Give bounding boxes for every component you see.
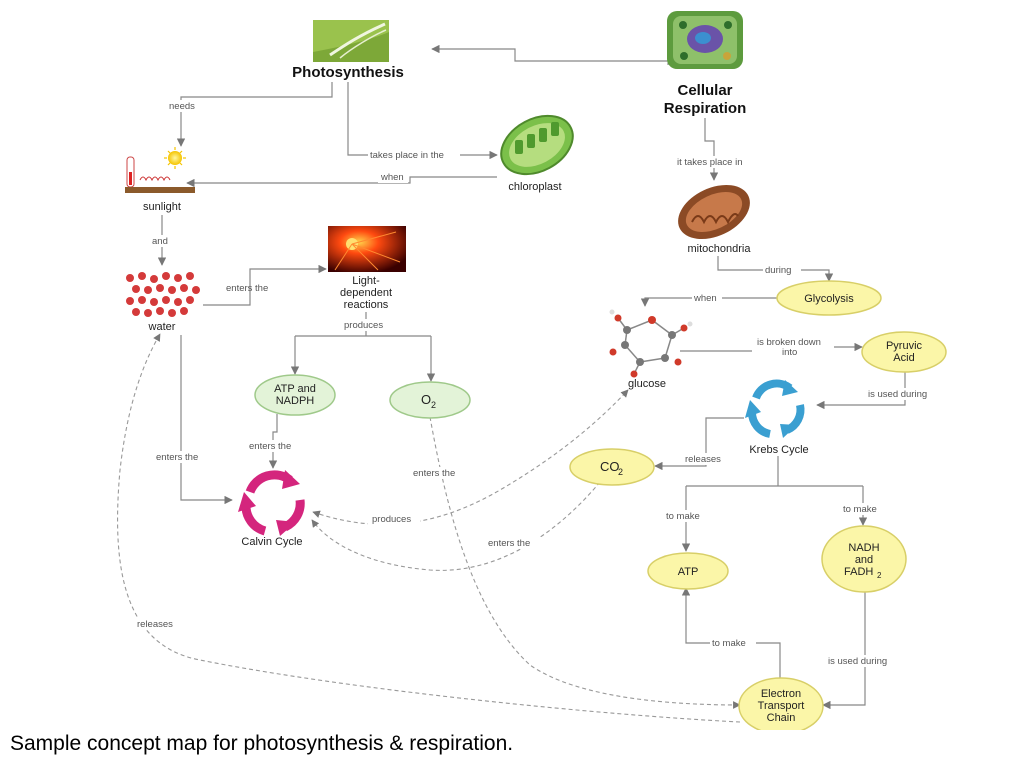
cellular-respiration-title-line1: Cellular	[677, 82, 732, 99]
glucose-label: glucose	[628, 378, 666, 390]
etc-label-2: Transport	[758, 700, 805, 712]
link-releases-co2: releases	[685, 454, 721, 465]
link-enters-the-co2: enters the	[488, 538, 530, 549]
link-needs: needs	[169, 101, 195, 112]
water-drops-icon	[126, 272, 200, 317]
caption: Sample concept map for photosynthesis & …	[10, 732, 514, 755]
pyruvic-acid-node: Pyruvic Acid	[861, 331, 947, 373]
link-during: during	[765, 265, 791, 276]
atp-label: ATP	[678, 566, 699, 578]
atp-nadph-label-1: ATP and	[274, 383, 316, 395]
leaf-icon	[313, 20, 389, 62]
concept-map: needs takes place in the when and enters…	[117, 11, 947, 730]
link-is-used-during-etc: is used during	[828, 656, 887, 667]
link-labels: needs takes place in the when and enters…	[136, 100, 942, 667]
mitochondria-label: mitochondria	[688, 243, 752, 255]
link-enters-the-calvin-water: enters the	[156, 452, 198, 463]
plant-cell-icon	[667, 11, 743, 69]
cellular-respiration-title-line2: Respiration	[664, 100, 747, 117]
pyruvic-acid-label-2: Acid	[893, 352, 914, 364]
sunlight-label: sunlight	[143, 201, 181, 213]
link-to-make-atp: to make	[666, 511, 700, 522]
nadh-fadh2-node: NADH and FADH 2	[821, 525, 907, 593]
link-enters-the-o2: enters the	[413, 468, 455, 479]
o2-subscript: 2	[431, 400, 436, 410]
nadh-subscript: 2	[877, 571, 882, 580]
light-dependent-label-3: reactions	[344, 299, 389, 311]
etc-node: Electron Transport Chain	[738, 677, 824, 730]
o2-node: O 2	[389, 381, 471, 419]
link-to-make-etc: to make	[712, 638, 746, 649]
link-is-broken-down: is broken down	[757, 337, 821, 348]
nadh-label-1: NADH	[848, 542, 879, 554]
link-produces-atp-o2: produces	[344, 320, 383, 331]
o2-label: O	[421, 392, 431, 407]
link-when-glucose: when	[693, 293, 717, 304]
glycolysis-label: Glycolysis	[804, 293, 854, 305]
atp-nadph-node: ATP and NADPH	[254, 374, 336, 416]
nadh-label-3: FADH	[844, 566, 873, 578]
water-label: water	[148, 321, 176, 333]
link-it-takes-place-in: it takes place in	[677, 157, 742, 168]
light-dependent-label-1: Light-	[352, 275, 380, 287]
etc-label-1: Electron	[761, 688, 801, 700]
link-enters-the-calvin-atp: enters the	[249, 441, 291, 452]
link-is-used-during-krebs: is used during	[868, 389, 927, 400]
link-to-make-nadh: to make	[843, 504, 877, 515]
link-releases-water: releases	[137, 619, 173, 630]
mitochondria-icon	[678, 184, 750, 240]
link-and: and	[152, 236, 168, 247]
chloroplast-label: chloroplast	[508, 181, 561, 193]
link-produces-glucose: produces	[372, 514, 411, 525]
co2-node: CO 2	[569, 448, 655, 486]
calvin-cycle-arrowheads	[238, 470, 300, 536]
co2-label: CO	[600, 459, 620, 474]
calvin-cycle-label: Calvin Cycle	[241, 536, 302, 548]
light-dependent-label-2: dependent	[340, 287, 392, 299]
glycolysis-node: Glycolysis	[776, 280, 882, 316]
co2-subscript: 2	[618, 467, 623, 477]
chloroplast-icon	[500, 114, 574, 176]
krebs-cycle-arrowheads	[745, 380, 798, 438]
etc-label-3: Chain	[767, 712, 796, 724]
link-when-sunlight: when	[380, 172, 404, 183]
atp-node: ATP	[647, 552, 729, 590]
pyruvic-acid-label-1: Pyruvic	[886, 340, 923, 352]
link-enters-the-light: enters the	[226, 283, 268, 294]
nadh-label-2: and	[855, 554, 873, 566]
atp-nadph-label-2: NADPH	[276, 395, 315, 407]
krebs-cycle-label: Krebs Cycle	[749, 444, 808, 456]
glucose-molecule-icon	[609, 309, 693, 378]
sun-thermometer-icon	[125, 147, 195, 193]
link-is-broken-down-into: into	[782, 347, 797, 358]
light-burst-icon	[328, 226, 406, 272]
photosynthesis-title: Photosynthesis	[292, 64, 404, 81]
link-takes-place-in-the: takes place in the	[370, 150, 444, 161]
